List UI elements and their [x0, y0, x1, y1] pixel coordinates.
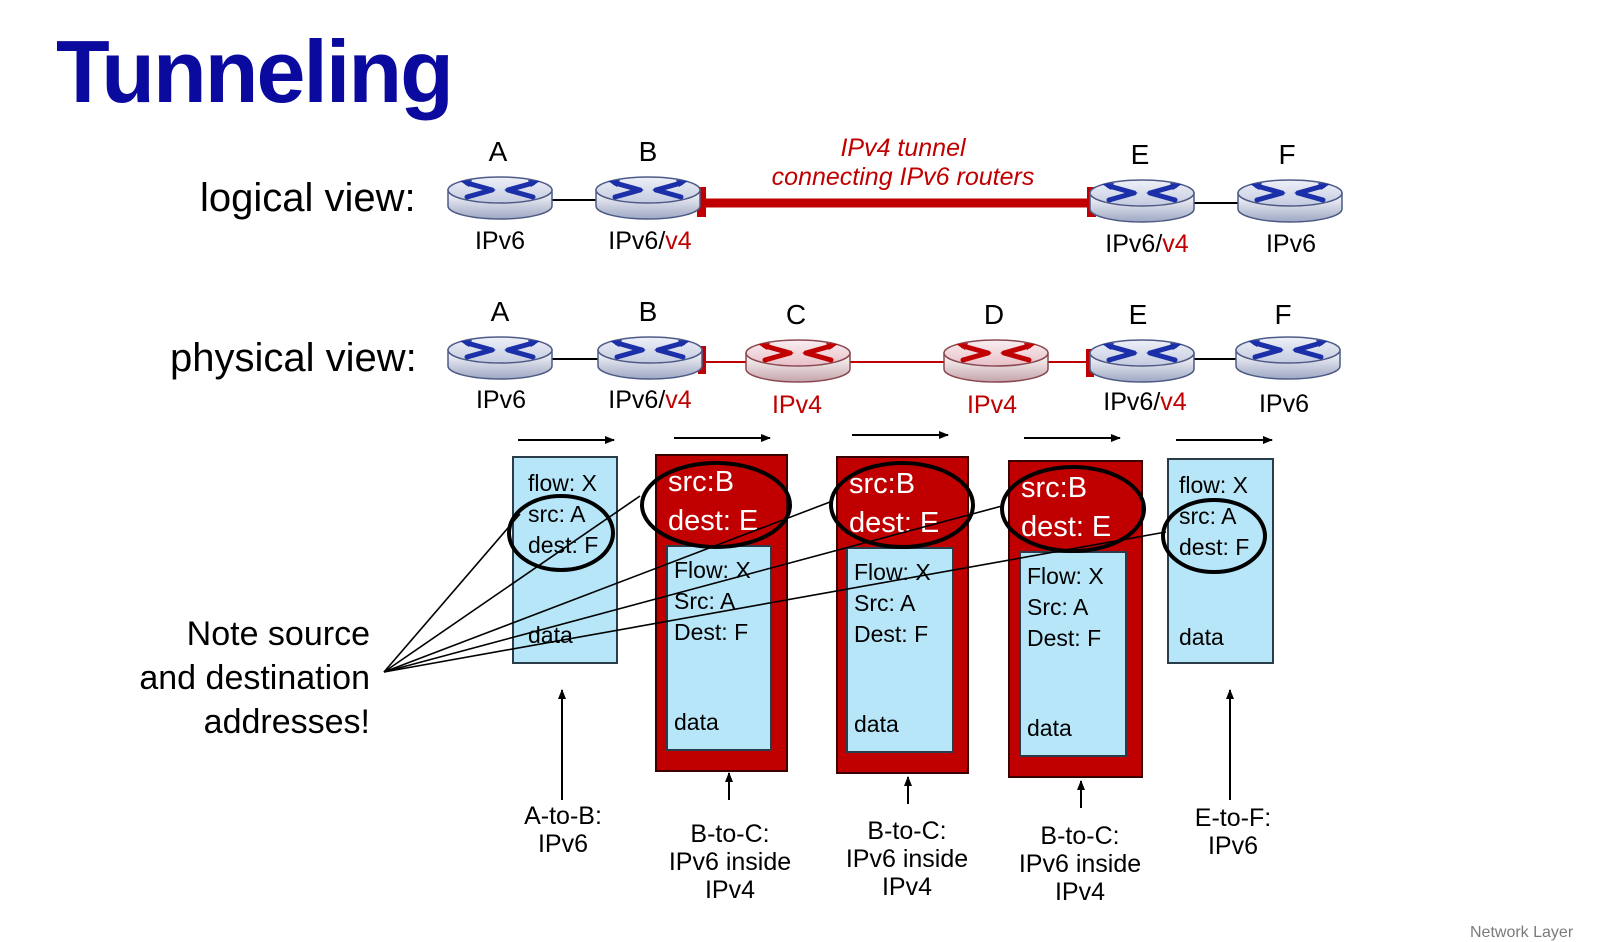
node-protocol: IPv4 [771, 391, 823, 419]
tunnel-label: IPv4 tunnel connecting IPv6 routers [771, 134, 1035, 191]
outer-dest-field: dest: E [849, 507, 940, 539]
logical-view-label: logical view: [200, 176, 416, 220]
address-highlight [829, 461, 975, 549]
ipv4-packet: src:B dest: E Flow: X Src: A Dest: F dat… [836, 456, 969, 774]
src-field: src: A [528, 501, 586, 527]
flow-field: Flow: X [1027, 563, 1104, 589]
ipv6-packet: flow: X src: A dest: F data [1167, 458, 1274, 664]
node-protocol: IPv6 [474, 227, 526, 255]
ipv6-packet: flow: X src: A dest: F data [512, 456, 618, 664]
footer-text: Network Layer [1470, 924, 1574, 941]
outer-src-field: src:B [849, 468, 916, 500]
node-name: D [983, 299, 1005, 330]
address-highlight [1161, 498, 1267, 574]
src-field: src: A [1179, 503, 1237, 529]
outer-dest-field: dest: E [1021, 511, 1112, 543]
node-name: C [785, 299, 807, 330]
outer-src-field: src:B [1021, 472, 1088, 504]
data-field: data [528, 622, 573, 648]
src-field: Src: A [674, 588, 736, 614]
note-text: Note source and destination addresses! [139, 615, 370, 741]
node-protocol: IPv6/v4 [608, 386, 692, 414]
flow-field: flow: X [528, 470, 598, 496]
ipv4-packet: src:B dest: E Flow: X Src: A Dest: F dat… [1008, 460, 1143, 778]
dest-field: Dest: F [674, 619, 749, 645]
ipv4-packet: src:B dest: E Flow: X Src: A Dest: F dat… [655, 454, 788, 772]
src-field: Src: A [1027, 594, 1089, 620]
data-field: data [1027, 715, 1072, 741]
tunnel-endpoint-b [697, 187, 706, 217]
outer-src-field: src:B [668, 466, 735, 498]
physical-view-label: physical view: [170, 336, 417, 380]
address-highlight [507, 494, 615, 572]
node-protocol: IPv6 [475, 386, 527, 414]
src-field: Src: A [854, 590, 916, 616]
address-highlight [640, 461, 792, 549]
node-protocol: IPv6 [1265, 230, 1317, 258]
node-name: A [490, 296, 510, 327]
node-name: A [488, 136, 508, 167]
node-protocol: IPv6 [1258, 390, 1310, 418]
node-name: B [638, 136, 658, 167]
dest-field: Dest: F [1027, 625, 1102, 651]
node-name: E [1130, 139, 1150, 170]
dest-field: dest: F [1179, 534, 1250, 560]
address-highlight [1000, 465, 1146, 553]
data-field: data [674, 709, 719, 735]
node-name: F [1278, 139, 1296, 170]
node-name: B [638, 296, 658, 327]
node-protocol: IPv4 [966, 391, 1018, 419]
data-field: data [1179, 624, 1224, 650]
node-protocol: IPv6/v4 [608, 227, 692, 255]
page-title: Tunneling [56, 22, 454, 121]
outer-dest-field: dest: E [668, 505, 759, 537]
dest-field: Dest: F [854, 621, 929, 647]
node-protocol: IPv6/v4 [1103, 388, 1187, 416]
packet-caption: A-to-B:IPv6 [524, 802, 602, 858]
node-protocol: IPv6/v4 [1105, 230, 1189, 258]
data-field: data [854, 711, 899, 737]
node-name: E [1128, 299, 1148, 330]
dest-field: dest: F [528, 532, 599, 558]
flow-field: flow: X [1179, 472, 1249, 498]
ipv6-packet: Flow: X Src: A Dest: F data [666, 545, 772, 751]
packet-caption: E-to-F:IPv6 [1194, 804, 1272, 860]
ipv6-packet: Flow: X Src: A Dest: F data [1019, 551, 1127, 757]
node-name: F [1274, 299, 1292, 330]
flow-field: Flow: X [674, 557, 751, 583]
